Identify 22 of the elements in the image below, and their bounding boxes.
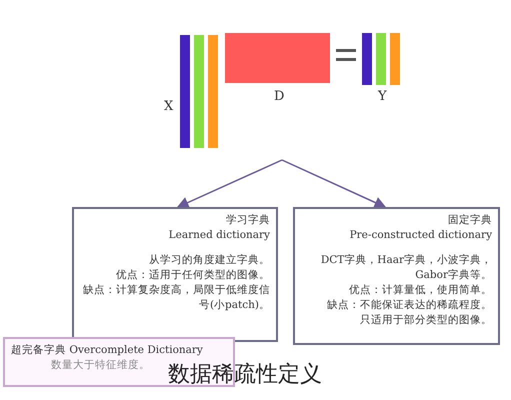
box-text: 优点：计算量低，使用简单。	[349, 283, 492, 298]
box-text: 缺点：计算复杂度高，局限于低维度信号(小patch)。	[82, 283, 270, 313]
arrow	[282, 159, 386, 208]
dictionary-box	[72, 207, 278, 342]
box-text: 优点：适用于任何类型的图像。	[116, 268, 270, 283]
matrix-label: X	[164, 100, 174, 113]
dictionary-box	[293, 207, 500, 345]
box-text: 只适用于部分类型的图像。	[360, 313, 492, 328]
box-text: 超完备字典 Overcomplete Dictionary	[11, 343, 203, 358]
caption: 数据稀疏性定义	[168, 364, 322, 386]
arrow	[176, 159, 282, 208]
box-heading: 固定字典	[448, 213, 492, 228]
box-text: 数量大于特征维度。	[51, 358, 150, 373]
box-heading: Pre-constructed dictionary	[350, 228, 492, 243]
box-text: 从学习的角度建立字典。	[149, 253, 270, 268]
box-text: DCT字典，Haar字典，小波字典，Gabor字典等。	[320, 253, 492, 283]
definition-box	[3, 337, 235, 387]
box-heading: 学习字典	[226, 213, 270, 228]
matrix-label: D	[274, 90, 284, 103]
box-heading: Learned dictionary	[168, 228, 270, 243]
matrix-label: Y	[378, 90, 387, 103]
box-text: 缺点：不能保证表达的稀疏程度。	[327, 298, 492, 313]
